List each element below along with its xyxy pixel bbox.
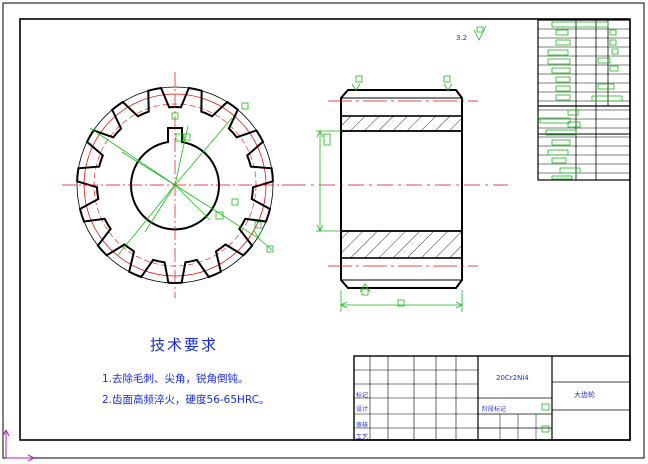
technical-requirement-1: 1.去除毛刺、尖角，锐角倒钝。 <box>102 373 249 385</box>
part-name-label: 大齿轮 <box>574 391 595 399</box>
hatch-top <box>340 115 463 132</box>
param-table-green-marks <box>539 21 623 180</box>
title-block-grid <box>353 355 631 441</box>
front-view-dimensions <box>89 102 274 256</box>
inner-border <box>19 18 631 441</box>
title-block-label-review: 审核 <box>356 422 369 429</box>
technical-requirements-title: 技术要求 <box>150 336 219 354</box>
bore-keyway-outline <box>130 127 220 231</box>
surface-finish-note: 3.2 <box>456 34 468 42</box>
title-block-label-process: 工艺 <box>356 434 369 441</box>
technical-requirement-2: 2.齿面高频淬火，硬度56-65HRC。 <box>102 394 270 406</box>
material-label: 20Cr2Ni4 <box>496 374 529 382</box>
section-outline <box>340 89 463 289</box>
gear-section-view <box>290 75 508 312</box>
gear-front-view <box>62 72 290 298</box>
outer-border <box>2 2 645 459</box>
title-block-label-design: 设计 <box>356 406 369 413</box>
title-block-stage-header: 阶段标记 <box>482 406 507 413</box>
hatch-bottom <box>340 230 463 259</box>
section-dimensions <box>316 75 463 312</box>
title-block-label-mark: 标记 <box>356 392 369 399</box>
gear-parameter-table <box>537 19 631 181</box>
ucs-icon <box>2 429 35 462</box>
roughness-symbol <box>473 25 487 41</box>
